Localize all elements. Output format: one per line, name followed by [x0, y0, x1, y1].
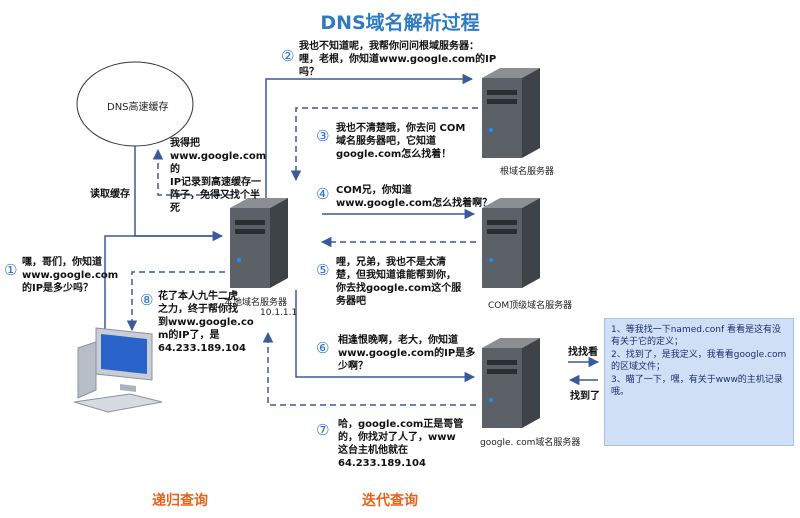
store-cache-arrow: [152, 148, 232, 196]
step5-number: ⑤: [316, 261, 330, 279]
lookup-label: 找找看: [568, 347, 598, 358]
step8-number: ⑧: [140, 291, 154, 309]
google-dns-server-icon: [482, 338, 540, 428]
step2-number: ②: [281, 47, 295, 65]
found-label: 找到了: [570, 391, 600, 402]
step3-arrow: [290, 107, 478, 182]
step6-arrow: [295, 290, 476, 383]
step1-arrow: [104, 235, 222, 330]
local-dns-ip: 10.1.1.1: [260, 308, 298, 318]
root-dns-server-icon: [482, 68, 540, 158]
step2-arrow: [265, 73, 474, 198]
step3-number: ③: [316, 127, 330, 145]
iterative-query-label: 迭代查询: [362, 493, 418, 509]
read-cache-label: 读取缓存: [90, 189, 130, 200]
step8-arrow: [126, 271, 225, 332]
page-title: DNS域名解析过程: [320, 12, 480, 34]
step7-number: ⑦: [316, 421, 330, 439]
store-cache-text: 我得把 www.google.com的 IP记录到高速缓存一 阵子，免得又找个半…: [170, 138, 267, 214]
step7-arrow: [262, 331, 476, 406]
root-dns-label: 根域名服务器: [500, 167, 555, 177]
step6-number: ⑥: [316, 339, 330, 357]
local-dns-label: 本地域名服务器: [224, 298, 288, 308]
step1-number: ①: [4, 261, 18, 279]
step2-text: 我也不知道呢，我帮你问问根域服务器：哩，老根，你知道www.google.com…: [299, 41, 497, 78]
step4-number: ④: [316, 185, 330, 203]
recursive-query-label: 递归查询: [152, 493, 208, 509]
zone-lookup-note: 1、等我找一下named.conf 看看是这有没有关于它的定义； 2、找到了，是…: [604, 318, 794, 446]
local-dns-server-icon: [230, 198, 288, 288]
cache-label: DNS高速缓存: [107, 102, 169, 113]
com-dns-label: COM顶级域名服务器: [488, 301, 573, 311]
com-dns-server-icon: [482, 198, 540, 288]
client-computer-icon: [73, 327, 163, 413]
step5-text: 哩，兄弟，我也不是太清楚，但我知道谁能帮到你，你去找google.com这个服务…: [336, 257, 462, 307]
google-dns-label: google. com域名服务器: [480, 438, 581, 448]
